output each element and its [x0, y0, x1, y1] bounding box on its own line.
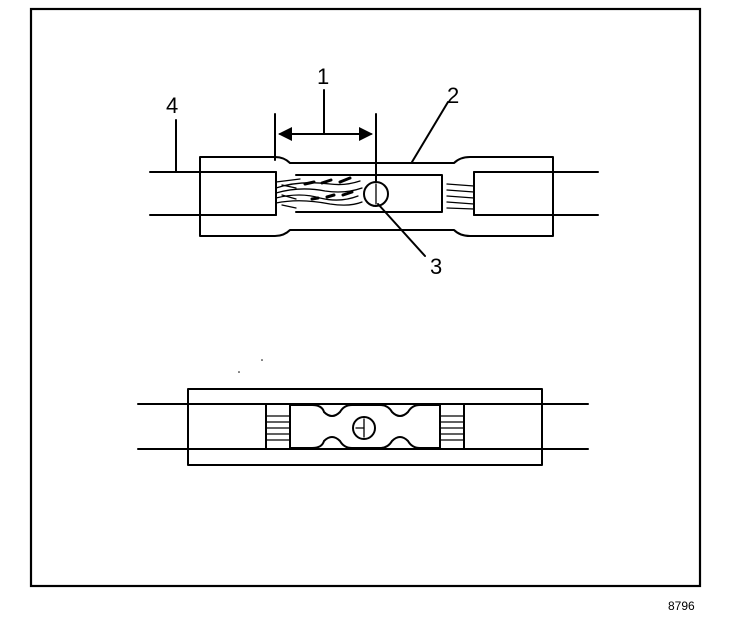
uncrimped-splice: [149, 89, 599, 257]
stranded-wire-right: [446, 183, 475, 210]
crimped-strands-right: [439, 415, 465, 441]
callout-1: 1: [317, 64, 329, 89]
speck: [238, 371, 240, 373]
speck: [261, 359, 263, 361]
figure-frame: [29, 7, 702, 588]
dimension-arrowhead-right: [359, 127, 373, 141]
figure-code: 8796: [668, 599, 695, 613]
crimped-strands-left: [265, 415, 291, 441]
dimension-arrowhead-left: [278, 127, 292, 141]
callout-4: 4: [166, 93, 178, 118]
callout-3-leader: [377, 203, 426, 257]
sleeve-outline: [199, 156, 554, 237]
crimped-splice: [137, 359, 589, 466]
metal-barrel: [295, 174, 443, 213]
callout-2-leader: [411, 101, 449, 163]
callout-2: 2: [447, 83, 459, 108]
crimped-sleeve-outline: [187, 388, 543, 466]
conductor-strands: [303, 176, 354, 201]
callout-3: 3: [430, 254, 442, 279]
crimped-barrel: [289, 404, 441, 449]
